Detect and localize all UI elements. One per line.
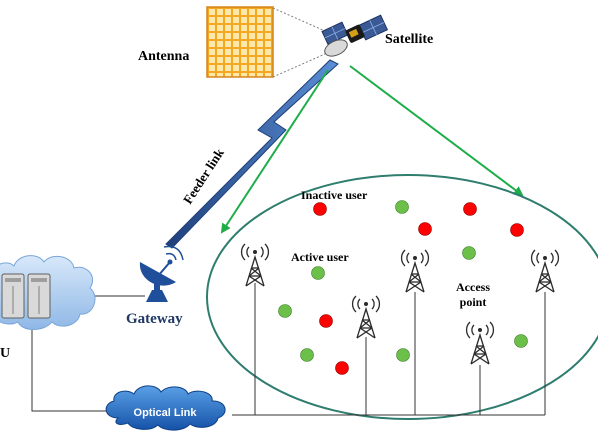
- cell-tower-icon: [465, 321, 495, 365]
- server-rack-icon: [1, 273, 51, 319]
- active-user-dot: [396, 348, 410, 362]
- gateway-label: Gateway: [126, 311, 183, 327]
- antenna-connector-top: [272, 7, 335, 36]
- cell-tower-icon: [240, 243, 270, 287]
- beam-arrow-right: [349, 65, 524, 197]
- inactive-user-dot: [335, 361, 349, 375]
- cell-tower-icon: [351, 295, 381, 339]
- active-user-label: Active user: [291, 250, 349, 264]
- inactive-user-dot: [463, 202, 477, 216]
- active-user-dot: [462, 246, 476, 260]
- cell-tower-icon: [400, 249, 430, 293]
- satellite-icon: [321, 14, 389, 57]
- optical-link-lines: [31, 283, 546, 416]
- active-user-dot: [300, 348, 314, 362]
- inactive-user-dot: [510, 223, 524, 237]
- feeder-link-bolt: [165, 59, 339, 249]
- cu-label-fragment: U: [0, 346, 10, 361]
- active-user-dot: [278, 304, 292, 318]
- coverage-ellipse: [206, 174, 598, 420]
- inactive-user-dot: [313, 202, 327, 216]
- gateway-dish-icon: [139, 245, 184, 302]
- inactive-users: [313, 202, 524, 375]
- active-user-dot: [395, 200, 409, 214]
- beam-arrow-left: [220, 69, 329, 234]
- access-point-label-line2: point: [460, 295, 487, 309]
- access-point-label-line1: Access: [456, 280, 490, 294]
- antenna-panel-icon: [206, 6, 274, 78]
- antenna-connector-bottom: [272, 49, 335, 78]
- inactive-user-dot: [418, 222, 432, 236]
- satellite-label: Satellite: [385, 32, 433, 47]
- optical-link-label: Optical Link: [134, 407, 198, 419]
- active-user-dot: [514, 334, 528, 348]
- antenna-label: Antenna: [138, 49, 189, 64]
- inactive-user-dot: [319, 314, 333, 328]
- inactive-user-label: Inactive user: [301, 188, 368, 202]
- active-users: [278, 200, 528, 362]
- optical-link-cloud: [105, 385, 226, 431]
- access-points: [240, 243, 560, 365]
- active-user-dot: [311, 266, 325, 280]
- cell-tower-icon: [530, 249, 560, 293]
